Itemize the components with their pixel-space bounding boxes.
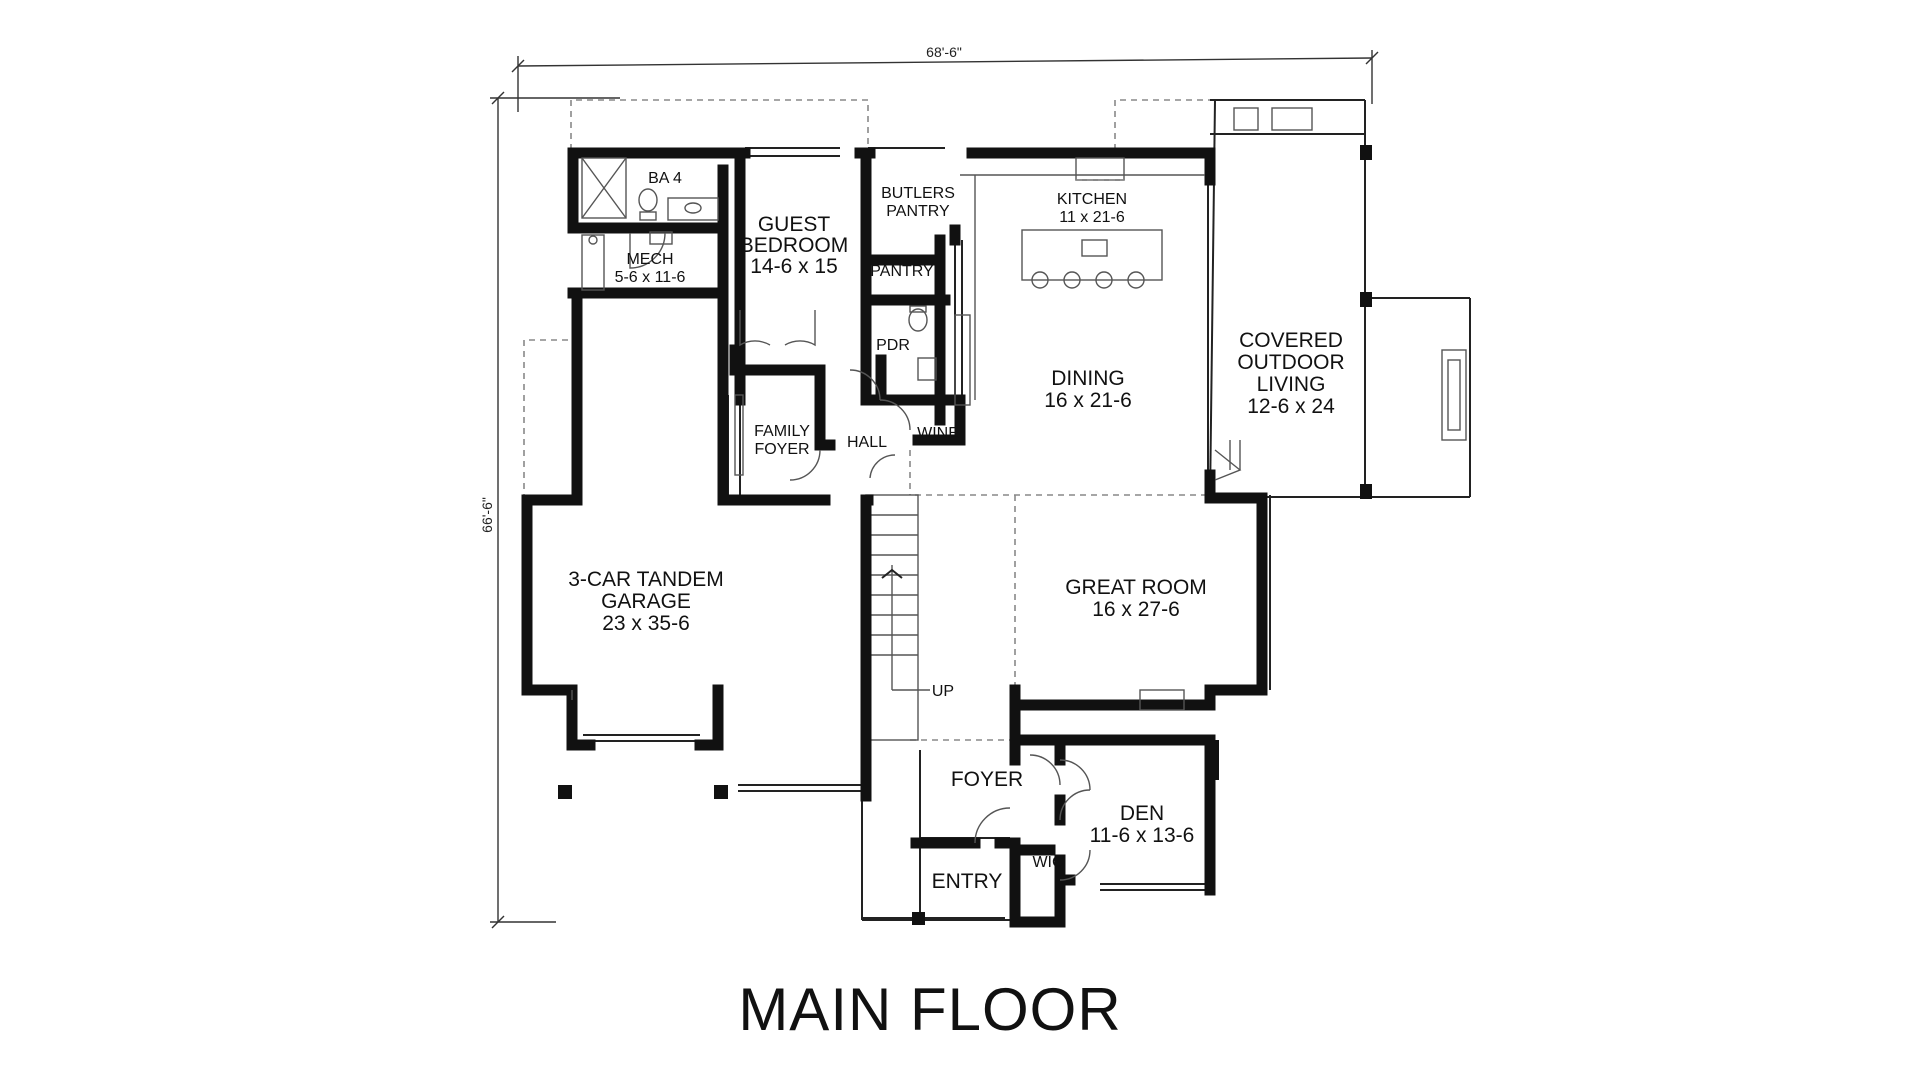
room-mech-name: MECH [626,251,673,268]
outdoor-fireplace-icon [1441,349,1467,441]
doors [629,232,1242,881]
room-family-foyer-name1: FAMILY [754,423,810,440]
depth-dimension: 66'-6" [479,497,495,533]
fireplace-icon [1139,689,1185,711]
pdr-sink-icon [917,357,937,381]
room-hall-name: HALL [847,434,887,451]
room-covered-outdoor-size: 12-6 x 24 [1247,395,1335,418]
room-great-room-name: GREAT ROOM [1065,576,1207,599]
room-labels: BA 4 MECH 5-6 x 11-6 GUEST BEDROOM 14-6 … [568,170,1344,893]
room-pdr-name: PDR [876,337,910,354]
grill-icon [1233,107,1259,131]
room-covered-outdoor-name2: OUTDOOR [1237,351,1344,374]
room-garage-name2: GARAGE [601,590,691,613]
dimension-lines [490,50,1379,929]
room-den-name: DEN [1120,802,1164,825]
room-wic-name: WIC [1032,854,1063,871]
room-family-foyer-name2: FOYER [754,441,809,458]
stair-up-label: UP [932,683,954,700]
room-foyer-name: FOYER [951,768,1023,791]
room-covered-outdoor-name1: COVERED [1239,329,1343,352]
kitchen-island-icon [1021,229,1163,281]
room-garage-size: 23 x 35-6 [602,612,690,635]
room-kitchen-size: 11 x 21-6 [1059,209,1125,226]
room-entry-name: ENTRY [932,870,1003,893]
room-butlers-pantry-name1: BUTLERS [881,185,955,202]
room-butlers-pantry-name2: PANTRY [886,203,950,220]
columns [558,145,1372,925]
room-covered-outdoor-name3: LIVING [1257,373,1326,396]
water-heater-icon [581,234,605,291]
room-dining-name: DINING [1051,367,1125,390]
pdr-toilet-icon [908,308,928,332]
room-guest-bedroom-name1: GUEST [758,213,831,236]
room-kitchen-name: KITCHEN [1057,191,1127,208]
range-icon [1075,157,1125,181]
room-garage-name1: 3-CAR TANDEM [568,568,724,591]
roof-outline [523,99,1262,741]
page-title: MAIN FLOOR [738,976,1121,1043]
room-dining-size: 16 x 21-6 [1044,389,1132,412]
stair [865,494,930,741]
fixtures [571,107,1467,711]
room-ba4-name: BA 4 [648,170,682,187]
shower-icon [581,157,627,219]
room-den-size: 11-6 x 13-6 [1090,824,1195,847]
vanity-icon [667,197,719,221]
room-pantry-name: PANTRY [870,263,934,280]
room-guest-bedroom-name2: BEDROOM [740,234,849,257]
toilet-icon [638,188,658,212]
room-wine-name: WINE [917,425,959,442]
room-guest-bedroom-size: 14-6 x 15 [750,255,838,278]
width-dimension: 68'-6" [926,44,962,60]
room-mech-size: 5-6 x 11-6 [615,269,686,286]
room-great-room-size: 16 x 27-6 [1092,598,1180,621]
